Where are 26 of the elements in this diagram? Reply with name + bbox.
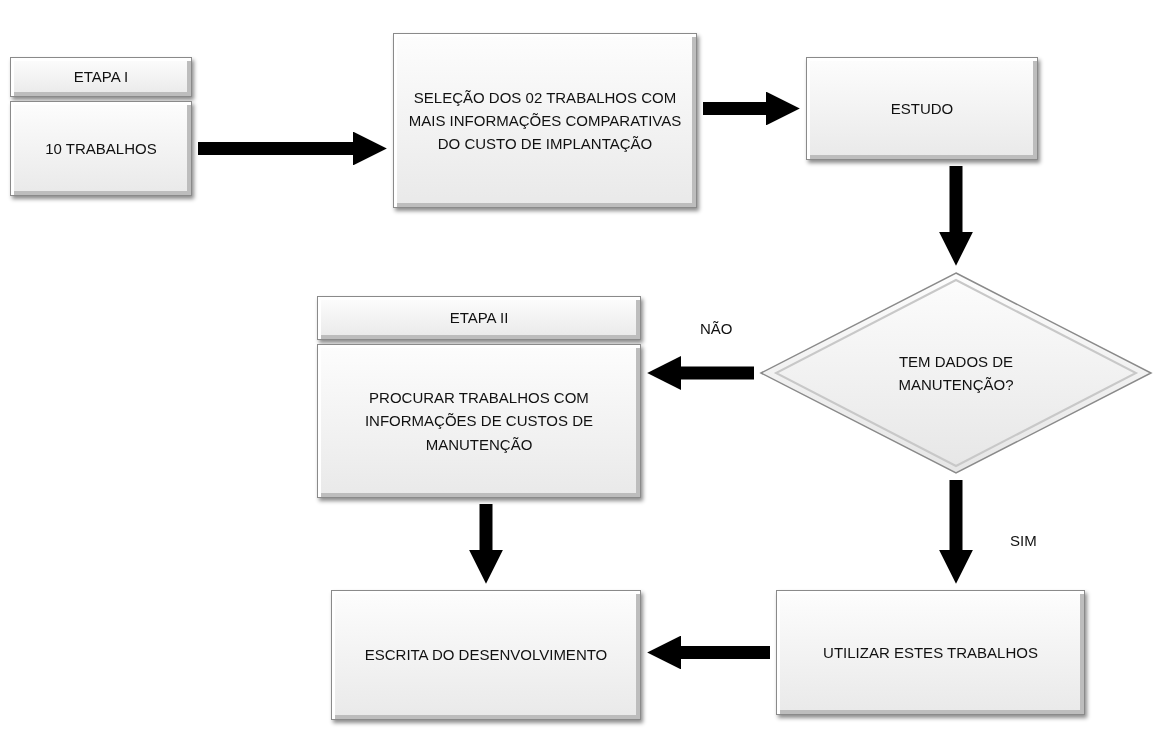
stage-header-box [10,57,192,97]
process-box [806,57,1038,160]
stage-header-box [317,296,641,340]
block-arrow [703,91,800,126]
process-box [393,33,697,208]
block-arrow [647,635,770,670]
process-box [10,101,192,196]
block-arrow [469,504,503,584]
process-box [331,590,641,720]
block-arrow [198,131,387,166]
process-box [317,344,641,498]
edge-label: NÃO [698,320,735,337]
box-text: UTILIZAR ESTES TRABALHOS [822,642,1039,663]
box-text: ETAPA II [448,308,510,329]
block-arrow [647,356,754,390]
box-text: ESCRITA DO DESENVOLVIMENTO [363,645,609,666]
block-arrow [939,480,973,584]
box-text: ETAPA I [72,67,130,88]
decision-text: TEM DADOS DE MANUTENÇÃO? [897,351,1015,395]
box-text: ESTUDO [889,98,955,119]
box-text: 10 TRABALHOS [44,138,158,159]
process-box [776,590,1085,715]
box-text: SELEÇÃO DOS 02 TRABALHOS COM MAIS INFORMAÇÕES COMPARATIVAS DO CUSTO DE IMPLANTAÇÃO [407,87,683,155]
box-text: PROCURAR TRABALHOS COM INFORMAÇÕES DE CUSTOS DE MANUTENÇÃO [363,388,595,455]
decision-diamond [760,272,1152,474]
block-arrow [939,166,973,266]
